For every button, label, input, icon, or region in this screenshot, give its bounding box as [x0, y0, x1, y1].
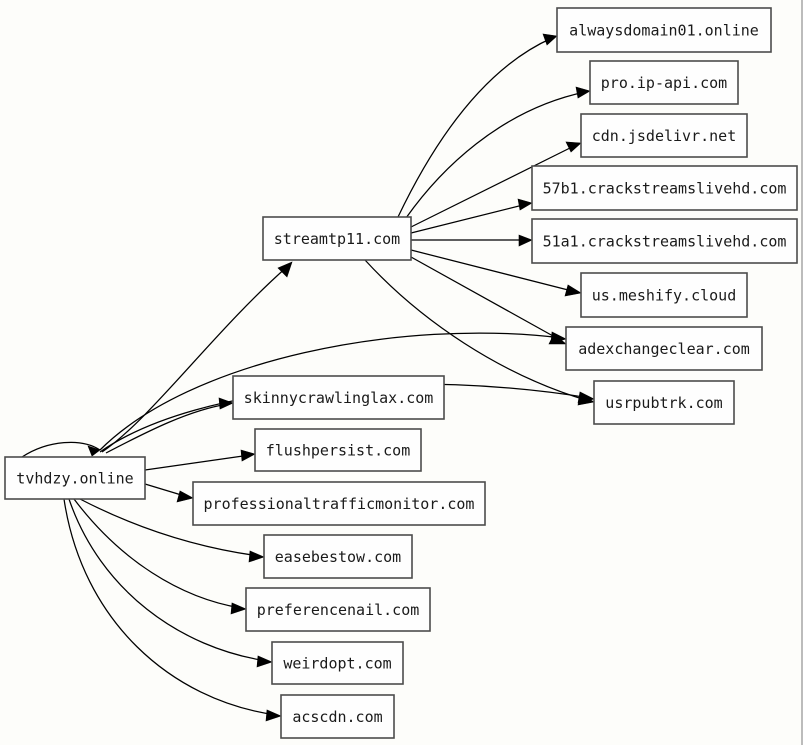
edge-streamtp11-to-crack57b1 [410, 198, 533, 234]
edge-tvhdzy-to-easebestow [79, 498, 265, 563]
edge-tvhdzy-to-tvhdzy [21, 441, 101, 458]
node-label: 51a1.crackstreamslivehd.com [543, 233, 787, 251]
node-label: 57b1.crackstreamslivehd.com [543, 180, 787, 198]
edge-tvhdzy-to-acscdn [63, 498, 282, 722]
edge-streamtp11-to-proipapi [405, 86, 591, 219]
node-label: easebestow.com [275, 548, 401, 566]
node-skinnycrawlinglax-com[interactable]: skinnycrawlinglax.com [232, 375, 445, 420]
node-label: usrpubtrk.com [605, 394, 722, 412]
edge-tvhdzy-to-skinnycrawl [105, 397, 234, 454]
node-cdn-jsdelivr-net[interactable]: cdn.jsdelivr.net [580, 113, 748, 158]
node-label: pro.ip-api.com [601, 74, 727, 92]
edge-streamtp11-to-crack51a1 [411, 234, 533, 247]
node-label: adexchangeclear.com [578, 340, 750, 358]
node-label: professionaltrafficmonitor.com [204, 495, 475, 513]
edge-streamtp11-to-adexchange [410, 256, 567, 345]
node-pro-ip-api-com[interactable]: pro.ip-api.com [589, 60, 739, 105]
node-acscdn-com[interactable]: acscdn.com [280, 694, 395, 739]
node-flushpersist-com[interactable]: flushpersist.com [254, 428, 422, 472]
edge-streamtp11-to-cdnjsdelivr [410, 141, 582, 228]
edge-tvhdzy-to-streamtp11 [101, 261, 293, 453]
node-label: streamtp11.com [274, 230, 400, 248]
node-professionaltrafficmonitor-com[interactable]: professionaltrafficmonitor.com [192, 481, 486, 526]
node-label: flushpersist.com [266, 442, 411, 460]
node-easebestow-com[interactable]: easebestow.com [263, 534, 413, 579]
node-label: cdn.jsdelivr.net [592, 127, 737, 145]
node-alwaysdomain01-online[interactable]: alwaysdomain01.online [556, 7, 772, 53]
node-preferencenail-com[interactable]: preferencenail.com [245, 587, 431, 632]
node-usrpubtrk-com[interactable]: usrpubtrk.com [593, 380, 735, 425]
node-us-meshify-cloud[interactable]: us.meshify.cloud [580, 272, 748, 318]
node-51a1-crackstreamslivehd-com[interactable]: 51a1.crackstreamslivehd.com [531, 218, 798, 264]
edge-tvhdzy-to-professional [144, 483, 194, 503]
edge-streamtp11-to-usrpubtrk [364, 259, 595, 406]
edge-tvhdzy-to-preferencenail [73, 498, 247, 615]
node-weirdopt-com[interactable]: weirdopt.com [271, 641, 404, 685]
node-label: tvhdzy.online [16, 470, 133, 488]
edge-tvhdzy-to-weirdopt [68, 498, 273, 668]
node-label: alwaysdomain01.online [569, 22, 759, 40]
node-adexchangeclear-com[interactable]: adexchangeclear.com [565, 326, 763, 371]
node-57b1-crackstreamslivehd-com[interactable]: 57b1.crackstreamslivehd.com [531, 165, 798, 211]
node-label: us.meshify.cloud [592, 287, 737, 305]
node-label: skinnycrawlinglax.com [244, 389, 434, 407]
nodes-layer: tvhdzy.online streamtp11.com alwaysdomai… [4, 7, 798, 739]
node-label: preferencenail.com [257, 601, 420, 619]
node-tvhdzy-online[interactable]: tvhdzy.online [4, 456, 146, 500]
edge-streamtp11-to-alwaysdomain [397, 33, 558, 218]
node-label: acscdn.com [292, 708, 382, 726]
node-label: weirdopt.com [283, 655, 391, 673]
edge-streamtp11-to-usmeshify [410, 249, 582, 297]
edge-tvhdzy-to-flushpersist [144, 449, 256, 471]
node-streamtp11-com[interactable]: streamtp11.com [262, 216, 412, 261]
